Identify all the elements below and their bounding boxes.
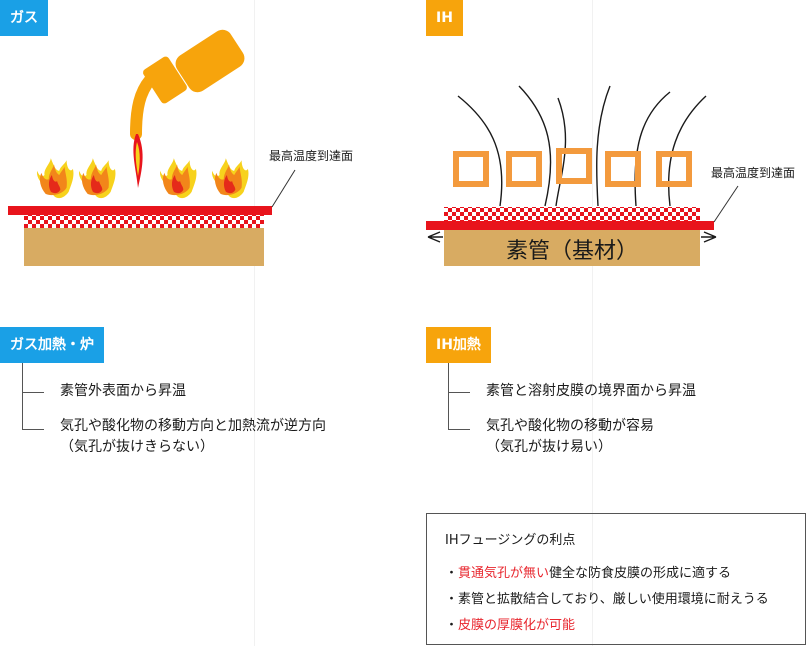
gas-feature-item: 素管外表面から昇温 [60, 383, 186, 399]
bullet: ・ [445, 566, 459, 581]
gas-substrate [24, 228, 264, 266]
ih-coating-layer [444, 207, 700, 221]
advantage-item: ・素管と拡散結合しており、厳しい使用環境に耐えうる [445, 588, 769, 607]
flames [36, 158, 249, 199]
gas-feature-note: （気孔が抜けきらない） [60, 439, 214, 455]
ih-advantages-box: IHフュージングの利点 ・貫通気孔が無い健全な防食皮膜の形成に適する ・素管と拡… [426, 513, 806, 645]
ih-tag: IH [426, 0, 463, 36]
heating-diagrams: 最高温度到達面 素管（基材） 最高温度到達面 [8, 29, 795, 266]
background-gridline [254, 0, 255, 646]
gas-feature-list: 素管外表面から昇温 気孔や酸化物の移動方向と加熱流が逆方向 （気孔が抜けきらない… [22, 363, 362, 463]
heat-flow-arrows [427, 231, 717, 243]
advantage-item: ・皮膜の厚膜化が可能 [445, 614, 575, 633]
gas-torch [130, 29, 245, 188]
advantages-title: IHフュージングの利点 [445, 533, 576, 548]
advantage-text: 素管と拡散結合しており、厳しい使用環境に耐えうる [458, 592, 769, 607]
induction-coil [453, 148, 692, 187]
ih-substrate [444, 230, 700, 266]
gas-heating-tag: ガス加熱・炉 [0, 327, 104, 363]
magnetic-field-lines [457, 85, 707, 207]
gas-coating-layer [24, 215, 264, 228]
ih-surface-leader [713, 185, 739, 223]
gas-surface-label: 最高温度到達面 [269, 148, 353, 163]
advantage-highlight: 皮膜の厚膜化が可能 [458, 618, 576, 633]
gas-heat-surface [8, 206, 272, 215]
gas-feature-item: 気孔や酸化物の移動方向と加熱流が逆方向 [60, 418, 326, 434]
ih-heating-tag: IH加熱 [426, 327, 491, 363]
ih-feature-item: 気孔や酸化物の移動が容易 [486, 418, 654, 434]
advantage-highlight: 貫通気孔が無い [458, 566, 550, 581]
advantage-item: ・貫通気孔が無い健全な防食皮膜の形成に適する [445, 562, 731, 581]
ih-feature-note: （気孔が抜け易い） [486, 439, 612, 455]
ih-pipe-label: 素管（基材） [506, 239, 638, 264]
gas-surface-leader [271, 169, 296, 208]
bullet: ・ [445, 592, 459, 607]
ih-heat-surface [426, 221, 714, 230]
gas-tag: ガス [0, 0, 48, 36]
ih-feature-list: 素管と溶射皮膜の境界面から昇温 気孔や酸化物の移動が容易 （気孔が抜け易い） [448, 363, 788, 463]
advantage-text: 健全な防食皮膜の形成に適する [549, 566, 732, 581]
background-gridline [592, 0, 593, 646]
ih-feature-item: 素管と溶射皮膜の境界面から昇温 [486, 383, 696, 399]
bullet: ・ [445, 618, 459, 633]
ih-surface-label: 最高温度到達面 [711, 165, 795, 180]
